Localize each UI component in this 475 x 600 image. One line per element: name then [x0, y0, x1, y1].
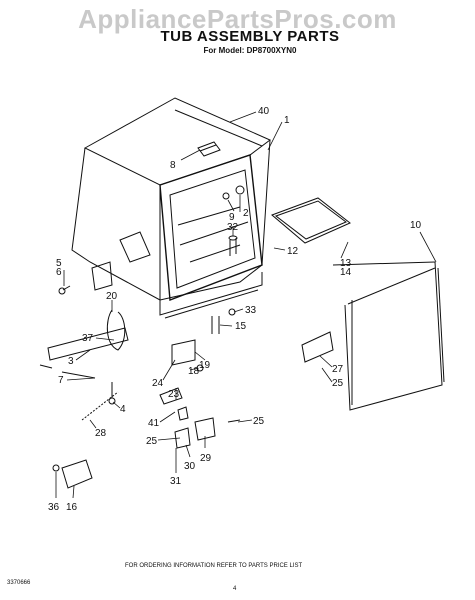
callout-13: 13: [340, 258, 352, 269]
callout-40: 40: [258, 106, 270, 117]
rack-assembly-drawing: [271, 197, 445, 411]
callout-23: 23: [168, 389, 180, 400]
callout-33: 33: [245, 305, 257, 316]
callout-4: 4: [120, 404, 126, 415]
callout-20: 20: [106, 291, 118, 302]
leader-lines: [55, 111, 437, 499]
callout-25-right: 25: [332, 378, 344, 389]
callout-27: 27: [332, 364, 344, 375]
callout-3: 3: [68, 356, 74, 367]
callout-8: 8: [170, 160, 176, 171]
page-number: 4: [233, 586, 237, 592]
footer: 3370666 FOR ORDERING INFORMATION REFER T…: [7, 563, 302, 592]
callout-9: 9: [229, 212, 235, 223]
callout-25-left: 25: [146, 436, 158, 447]
callout-10: 10: [410, 220, 422, 231]
callout-24: 24: [152, 378, 164, 389]
callout-18: 18: [188, 366, 200, 377]
ordering-note: FOR ORDERING INFORMATION REFER TO PARTS …: [125, 563, 302, 569]
callout-15: 15: [235, 321, 247, 332]
callout-19: 19: [199, 360, 211, 371]
callout-2: 2: [243, 208, 249, 219]
callout-25-far-right: 25: [253, 416, 265, 427]
callout-14: 14: [340, 267, 352, 278]
callout-41: 41: [148, 418, 160, 429]
callout-7: 7: [58, 375, 64, 386]
document-number: 3370666: [7, 580, 31, 586]
callout-6: 6: [56, 267, 62, 278]
callout-32: 32: [227, 222, 239, 233]
callout-30: 30: [184, 461, 196, 472]
callout-5: 5: [56, 258, 62, 269]
diagram-title: TUB ASSEMBLY PARTS: [160, 28, 340, 45]
callout-31: 31: [170, 476, 182, 487]
small-parts-drawing: [39, 285, 334, 489]
watermark: AppliancePartsPros.com: [78, 4, 397, 34]
callout-29: 29: [200, 453, 212, 464]
callout-12: 12: [287, 246, 299, 257]
callout-1: 1: [284, 115, 290, 126]
callout-37: 37: [82, 333, 94, 344]
callout-16: 16: [66, 502, 78, 513]
model-subtitle: For Model: DP8700XYN0: [203, 46, 297, 55]
callout-28: 28: [95, 428, 107, 439]
callout-numbers: 40 1 8 9 2 32 12 10 13 14 5 6 20 33 15 3…: [48, 106, 422, 513]
callout-36: 36: [48, 502, 60, 513]
